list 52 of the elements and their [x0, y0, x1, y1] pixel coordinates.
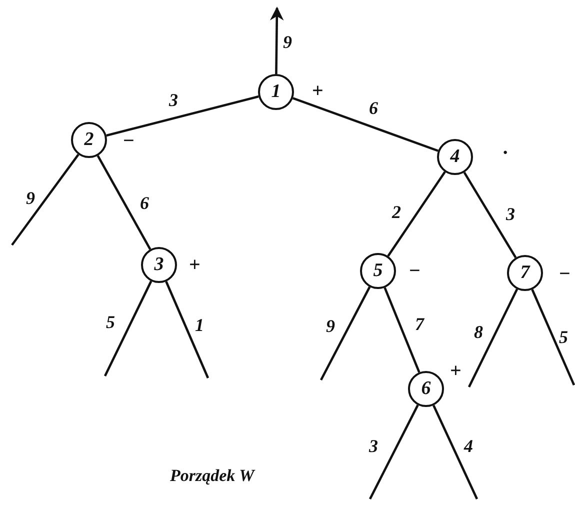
sign-mark: −	[559, 264, 570, 284]
tree-edge	[106, 95, 259, 137]
node-number: 4	[450, 146, 460, 168]
node-number: 3	[154, 254, 164, 276]
tree-edge	[432, 404, 478, 500]
tree-edge	[368, 404, 419, 500]
node-number: 6	[421, 378, 431, 400]
sign-mark: +	[189, 255, 200, 275]
edge-label: 1	[195, 316, 204, 334]
edge-label: 8	[474, 323, 483, 341]
tree-edge	[384, 287, 420, 373]
tree-edge	[531, 289, 575, 386]
edge-label: 5	[559, 328, 568, 346]
node-circle	[71, 122, 107, 158]
sign-mark: ·	[502, 143, 509, 163]
node-number: 1	[271, 81, 281, 103]
edge-label: 4	[464, 437, 473, 455]
node-circle	[141, 247, 177, 283]
edge-label: 3	[506, 205, 515, 223]
node-number: 2	[84, 129, 94, 151]
tree-edge	[104, 280, 152, 376]
tree-edge	[463, 172, 517, 258]
node-circle	[360, 253, 396, 289]
edge-label: 9	[283, 33, 292, 51]
tree-edge	[320, 286, 371, 381]
edge-label: 6	[140, 194, 149, 212]
arrow	[270, 6, 284, 74]
node-circle	[258, 74, 294, 110]
node-number: 5	[373, 260, 383, 282]
sign-mark: +	[450, 361, 462, 381]
node-circle	[507, 255, 543, 291]
edge-label: 7	[415, 315, 424, 333]
edge-label: 9	[326, 317, 335, 335]
edge-label: 6	[369, 99, 378, 117]
sign-mark: −	[409, 261, 420, 281]
node-circle	[437, 139, 473, 175]
sign-mark: +	[312, 81, 324, 101]
node-circle	[408, 371, 444, 407]
sign-mark: −	[123, 131, 134, 151]
tree-edge	[96, 155, 152, 250]
tree-edge	[387, 171, 446, 257]
edge-label: 9	[26, 189, 35, 207]
edge-label: 5	[106, 313, 115, 331]
caption-label: Porządek W	[170, 467, 254, 484]
tree-edge	[292, 97, 438, 152]
edge-label: 3	[169, 91, 178, 109]
tree-edge	[11, 154, 80, 246]
node-number: 7	[520, 262, 530, 284]
tree-edge	[165, 281, 210, 378]
edge-label: 2	[392, 203, 401, 221]
tree-edge	[468, 288, 518, 388]
edge-label: 3	[369, 437, 378, 455]
